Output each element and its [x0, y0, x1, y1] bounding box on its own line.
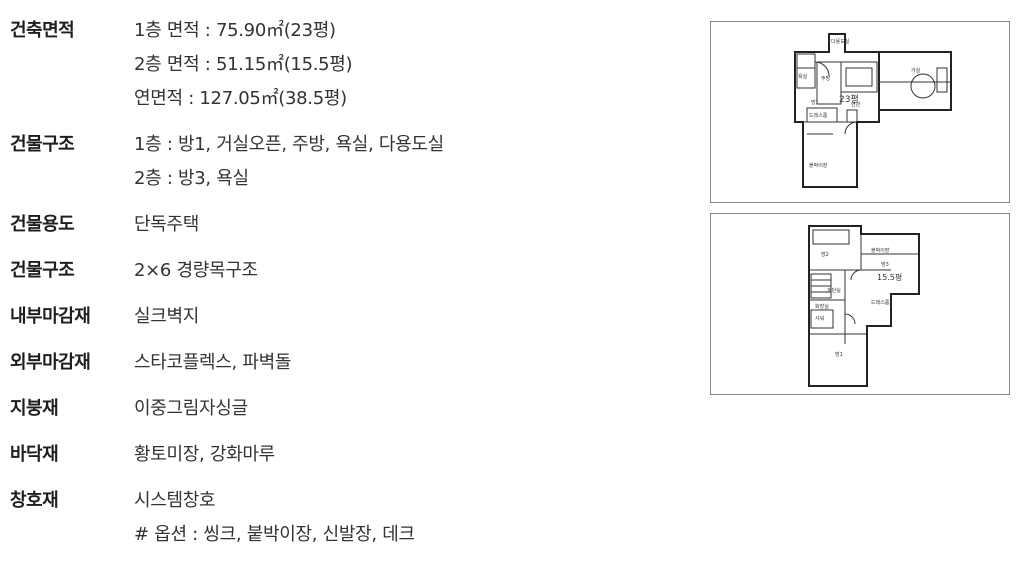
plan2-label-room1: 방1: [835, 351, 843, 358]
spec-values: 2×6 경량목구조: [134, 254, 258, 288]
plan1-area: 23평: [839, 94, 859, 105]
plan1-label-room1: 방1: [811, 99, 819, 106]
plan1-label-bath: 욕실: [798, 73, 808, 80]
spec-value: # 옵션 : 씽크, 붙박이장, 신발장, 데크: [134, 524, 415, 545]
spec-value: 단독주택: [134, 214, 200, 235]
plan1-label-dress: 드레스룸: [809, 112, 828, 119]
spec-row-frame: 건물구조 2×6 경량목구조: [10, 254, 690, 288]
spec-value: 시스템창호: [134, 490, 216, 511]
spec-row-usage: 건물용도 단독주택: [10, 208, 690, 242]
spec-value: 1층 면적 : 75.90㎡(23평): [134, 20, 336, 41]
spec-value: 이중그림자싱글: [134, 398, 248, 419]
spec-value: 2층 : 방3, 욕실: [134, 168, 249, 189]
spec-value: 황토미장, 강화마루: [134, 444, 275, 465]
plan2-label-dress: 드레스룸: [871, 299, 890, 306]
first-floor-plan-drawing: 다용도실 욕실 주방 거실 현관 방1 드레스룸 붙박이장 23평: [794, 33, 952, 188]
plan1-label-kitchen: 주방: [821, 75, 831, 82]
spec-value: 연면적 : 127.05㎡(38.5평): [134, 88, 347, 109]
spec-value: 스타코플렉스, 파벽돌: [134, 352, 292, 373]
spec-value: 2층 면적 : 51.15㎡(15.5평): [134, 54, 353, 75]
spec-label: 내부마감재: [10, 306, 91, 327]
spec-value: 2×6 경량목구조: [134, 260, 258, 281]
spec-row-interior: 내부마감재 실크벽지: [10, 300, 690, 334]
second-floor-plan: 방2 방3 붙박이장 계단실 화장실 샤워 드레스룸 방1 15.5평: [710, 213, 1010, 395]
plan1-label-entrance: 현관: [851, 101, 861, 108]
spec-label: 창호재: [10, 490, 59, 511]
plan2-label-room3: 방3: [881, 261, 889, 268]
spec-label: 건물용도: [10, 214, 75, 235]
spec-values: 1층 면적 : 75.90㎡(23평) 2층 면적 : 51.15㎡(15.5평…: [134, 14, 353, 116]
plan2-label-room2: 방2: [821, 251, 829, 258]
plan1-label-utility: 다용도실: [831, 38, 850, 45]
first-floor-plan: 다용도실 욕실 주방 거실 현관 방1 드레스룸 붙박이장 23평: [710, 21, 1010, 203]
plan2-area: 15.5평: [877, 272, 902, 282]
spec-values: 단독주택: [134, 208, 199, 242]
spec-value: 1층 : 방1, 거실오픈, 주방, 욕실, 다용도실: [134, 134, 444, 155]
spec-label: 바닥재: [10, 444, 59, 465]
spec-values: 스타코플렉스, 파벽돌: [134, 346, 291, 380]
spec-values: 1층 : 방1, 거실오픈, 주방, 욕실, 다용도실 2층 : 방3, 욕실: [134, 128, 444, 196]
spec-values: 실크벽지: [134, 300, 199, 334]
plan1-label-living: 거실: [911, 67, 921, 74]
spec-label: 지붕재: [10, 398, 59, 419]
plan2-label-shower: 샤워: [815, 315, 824, 322]
spec-row-roof: 지붕재 이중그림자싱글: [10, 392, 690, 426]
spec-values: 이중그림자싱글: [134, 392, 248, 426]
spec-label: 건물구조: [10, 260, 75, 281]
plan2-label-closet: 붙박이장: [871, 247, 890, 254]
spec-values: 시스템창호 # 옵션 : 씽크, 붙박이장, 신발장, 데크: [134, 484, 415, 552]
spec-values: 황토미장, 강화마루: [134, 438, 275, 472]
plan2-label-toilet: 화장실: [815, 303, 829, 310]
spec-row-exterior: 외부마감재 스타코플렉스, 파벽돌: [10, 346, 690, 380]
spec-label: 건물구조: [10, 134, 75, 155]
second-floor-plan-drawing: 방2 방3 붙박이장 계단실 화장실 샤워 드레스룸 방1 15.5평: [808, 225, 920, 387]
spec-value: 실크벽지: [134, 306, 200, 327]
spec-label: 건축면적: [10, 20, 75, 41]
spec-label: 외부마감재: [10, 352, 91, 373]
spec-row-windows: 창호재 시스템창호 # 옵션 : 씽크, 붙박이장, 신발장, 데크: [10, 484, 690, 552]
spec-row-structure: 건물구조 1층 : 방1, 거실오픈, 주방, 욕실, 다용도실 2층 : 방3…: [10, 128, 690, 196]
plan1-label-closet: 붙박이장: [809, 162, 828, 169]
plan2-label-stairs: 계단실: [827, 287, 841, 294]
spec-row-floor: 바닥재 황토미장, 강화마루: [10, 438, 690, 472]
spec-table: 건축면적 1층 면적 : 75.90㎡(23평) 2층 면적 : 51.15㎡(…: [10, 14, 690, 564]
spec-row-building-area: 건축면적 1층 면적 : 75.90㎡(23평) 2층 면적 : 51.15㎡(…: [10, 14, 690, 116]
